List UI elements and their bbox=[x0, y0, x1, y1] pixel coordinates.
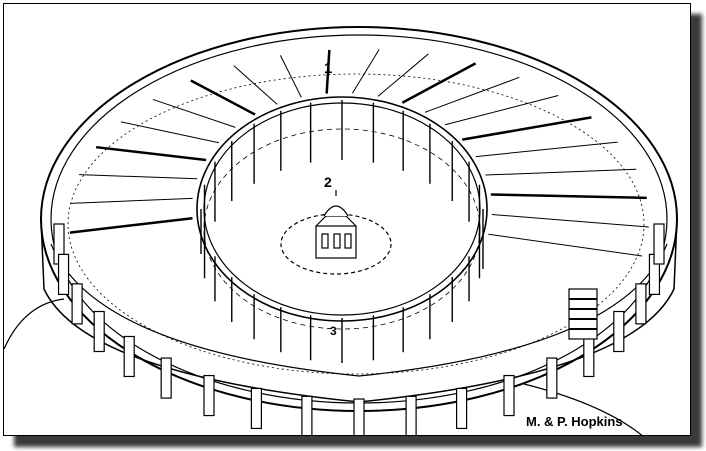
bookstack bbox=[233, 65, 278, 105]
outer-drum bbox=[40, 26, 678, 412]
wall-pier bbox=[503, 374, 515, 417]
wall-pier bbox=[160, 357, 172, 399]
bookstack bbox=[488, 233, 643, 257]
bookstack bbox=[462, 116, 592, 141]
bookstack bbox=[485, 168, 637, 176]
wall-pier bbox=[250, 387, 262, 430]
central-pavilion bbox=[280, 190, 392, 275]
label-3: 3 bbox=[330, 324, 337, 338]
bookstack bbox=[352, 49, 380, 94]
wall-pier bbox=[635, 283, 647, 325]
wall-pier bbox=[203, 374, 215, 417]
bookstack bbox=[377, 53, 429, 97]
wall-pier bbox=[353, 398, 365, 435]
wall-pier bbox=[123, 335, 135, 378]
wall-pier bbox=[57, 253, 70, 295]
rotunda-drawing bbox=[4, 26, 678, 435]
label-2: 2 bbox=[324, 174, 332, 190]
wall-pier bbox=[301, 395, 313, 435]
bookstack bbox=[95, 145, 207, 162]
bookstack bbox=[475, 141, 618, 158]
wall-pier bbox=[546, 357, 558, 399]
credit-text: M. & P. Hopkins bbox=[526, 414, 623, 429]
ground-line bbox=[4, 298, 643, 435]
wall-pier bbox=[583, 335, 595, 378]
bookstack bbox=[279, 55, 302, 98]
bookstack bbox=[490, 193, 647, 200]
columns bbox=[200, 100, 484, 363]
inner-colonnade bbox=[196, 96, 488, 363]
bookstack bbox=[69, 217, 193, 234]
bookstack bbox=[79, 174, 198, 180]
wall-pier bbox=[653, 223, 665, 265]
bookstack bbox=[190, 79, 256, 116]
label-1: 1 bbox=[324, 60, 333, 77]
radial-bookstacks bbox=[69, 49, 649, 257]
bookstack bbox=[444, 95, 559, 126]
bookstack bbox=[152, 98, 236, 128]
outer-wall-piers bbox=[53, 223, 665, 435]
wall-pier bbox=[613, 310, 625, 353]
wall-pier bbox=[405, 395, 417, 435]
bookstack bbox=[491, 213, 649, 228]
bookstack bbox=[325, 49, 331, 94]
bookstack bbox=[120, 121, 219, 144]
wall-pier bbox=[93, 310, 105, 353]
drawing-frame: 1 2 3 M. & P. Hopkins bbox=[3, 3, 691, 436]
bookstack bbox=[424, 76, 520, 113]
bookstack bbox=[401, 62, 477, 104]
bookstack bbox=[70, 197, 193, 204]
wall-pier bbox=[456, 387, 468, 430]
wall-pier bbox=[71, 283, 83, 325]
spiral-staircase bbox=[568, 288, 598, 340]
